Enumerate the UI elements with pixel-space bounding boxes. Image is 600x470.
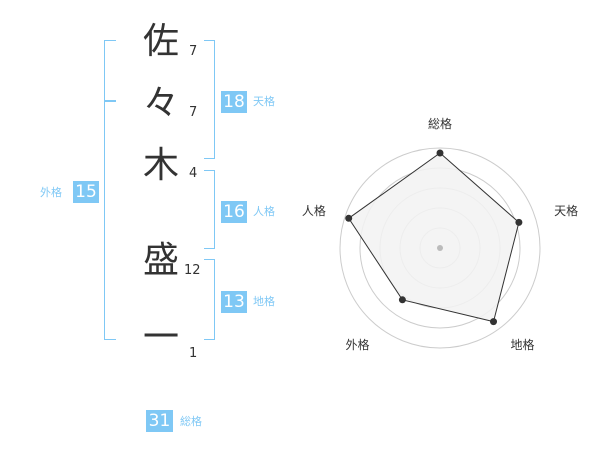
radar-axis-label-4: 外格 (345, 337, 369, 352)
radar-point-3 (490, 318, 497, 326)
jinkaku-bracket (204, 170, 215, 249)
gaikaku-badge: 15 (73, 181, 99, 203)
radar-point-5 (345, 214, 353, 222)
stroke-count-5: 1 (189, 346, 198, 361)
radar-score-polygon (348, 152, 520, 323)
tenkaku-bracket (204, 40, 215, 159)
chikaku-label: 地格 (253, 295, 275, 308)
radar-ring (339, 147, 541, 349)
radar-point-4 (398, 296, 406, 304)
radar-axis-label-3: 地格 (511, 337, 535, 352)
gaikaku-bracket (104, 40, 116, 340)
name-char-4: 盛 (142, 240, 179, 281)
stroke-count-3: 4 (189, 166, 198, 181)
name-char-5: 一 (142, 317, 179, 358)
radar-points (345, 149, 523, 326)
jinkaku-badge: 16 (221, 201, 247, 223)
gaikaku-label: 外格 (40, 186, 62, 199)
stroke-count-1: 7 (189, 44, 198, 59)
jinkaku-label: 人格 (253, 205, 275, 218)
stroke-count-4: 12 (184, 263, 201, 278)
radar-center-dot (437, 245, 443, 251)
stroke-count-2: 7 (189, 105, 198, 120)
radar-point-1 (436, 149, 444, 157)
name-char-3: 木 (142, 145, 179, 186)
radar-axis-label-1: 総格 (428, 116, 452, 131)
name-column: 佐 7 々 7 木 4 盛 12 一 1 (142, 21, 201, 361)
chikaku-badge: 13 (221, 291, 247, 313)
name-char-2: 々 (142, 83, 179, 124)
soukaku-label: 総格 (180, 415, 202, 428)
tenkaku-label: 天格 (253, 95, 275, 108)
radar-axis-label-5: 人格 (302, 203, 326, 218)
radar-axis-label-2: 天格 (554, 203, 578, 218)
tenkaku-badge: 18 (221, 91, 247, 113)
name-char-1: 佐 (142, 21, 179, 62)
chikaku-bracket (204, 259, 215, 340)
soukaku-badge: 31 (146, 410, 173, 432)
gaikaku-bracket-tick (104, 100, 116, 102)
radar-point-2 (515, 218, 523, 226)
